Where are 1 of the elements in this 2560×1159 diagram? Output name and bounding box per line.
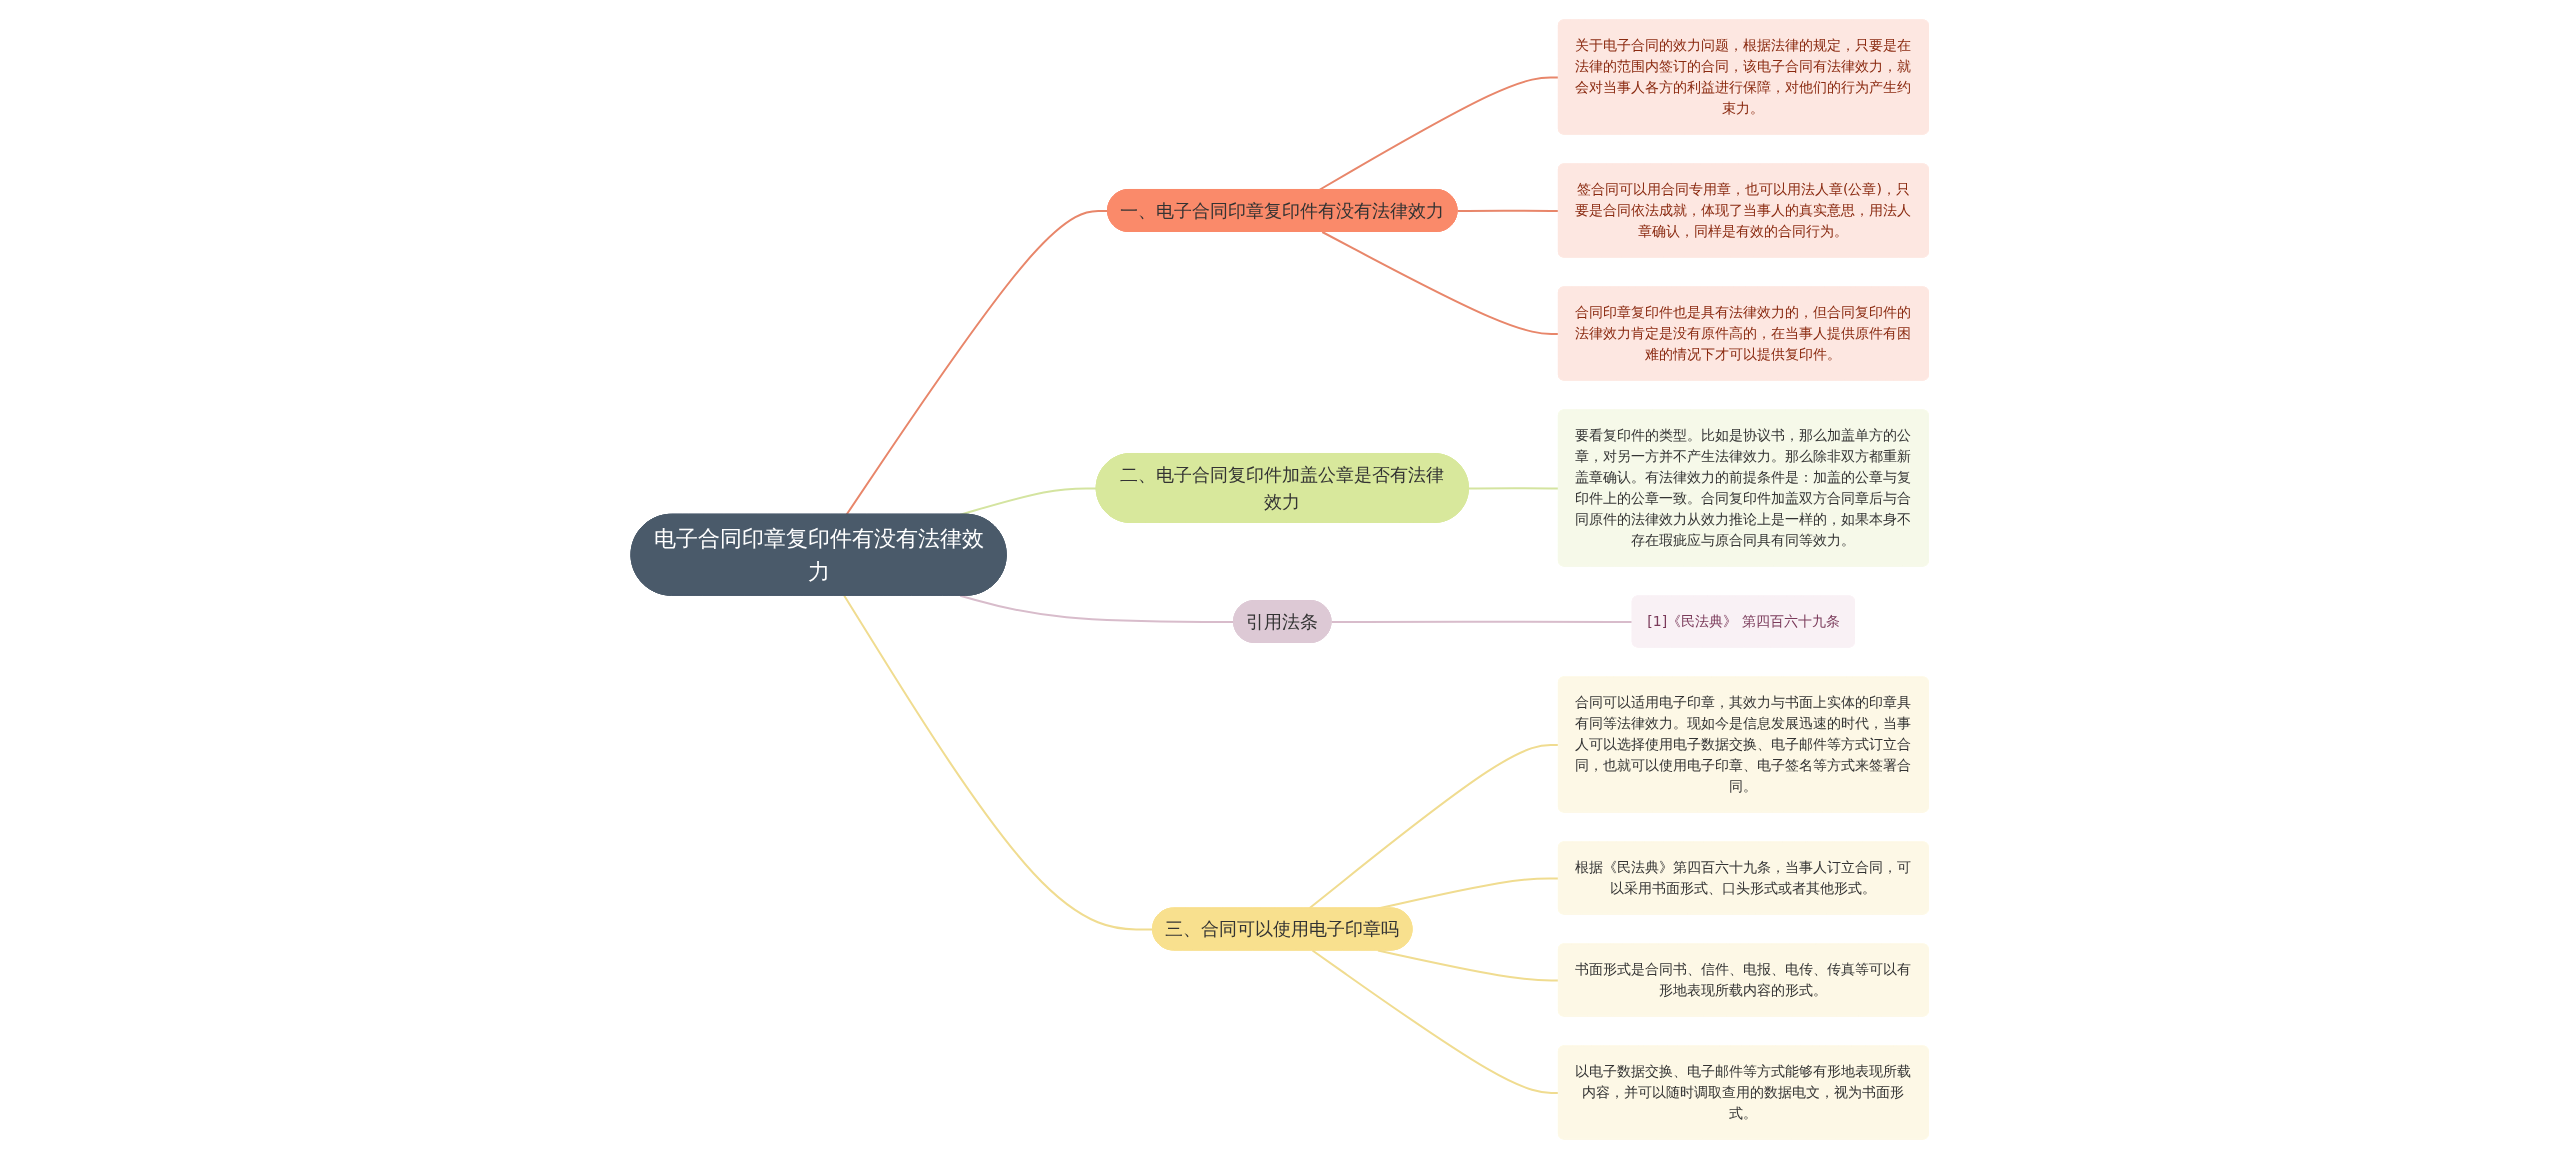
connector xyxy=(843,594,1155,931)
